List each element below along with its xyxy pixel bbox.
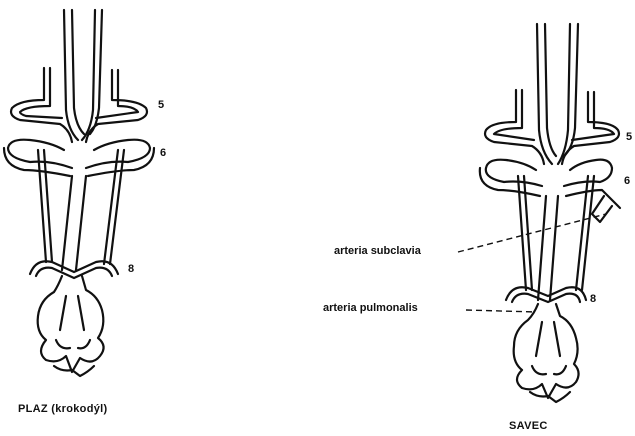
mammal-arches-diagram	[480, 24, 620, 402]
crocodile-heart	[38, 276, 104, 372]
crocodile-arch-5-label: 5	[158, 100, 164, 111]
mammal-arch-5-left	[485, 90, 544, 164]
crocodile-arch-5-right	[86, 70, 147, 142]
crocodile-arch-8-label: 8	[128, 264, 134, 275]
arteria-pulmonalis-label: arteria pulmonalis	[323, 303, 418, 314]
mammal-arch-8-label: 8	[590, 294, 596, 305]
mammal-caption: SAVEC	[509, 421, 548, 432]
mammal-arch-6-label: 6	[624, 176, 630, 187]
mammal-arch-5-label: 5	[626, 132, 632, 143]
arteria-subclavia-label: arteria subclavia	[334, 246, 421, 257]
crocodile-caption: PLAZ (krokodýl)	[18, 404, 107, 415]
crocodile-descending-right	[104, 150, 124, 264]
crocodile-arch-6-label: 6	[160, 148, 166, 159]
crocodile-arch-5-left	[11, 68, 72, 142]
crocodile-descending-left	[38, 150, 52, 262]
crocodile-carotid-right	[82, 10, 95, 140]
mammal-arch-6-left	[486, 160, 542, 186]
mammal-arch-5-right	[562, 92, 619, 164]
mammal-carotid-right	[558, 24, 570, 164]
leader-arteria-pulmonalis	[466, 310, 536, 312]
mammal-heart	[514, 304, 579, 398]
crocodile-arches-diagram	[4, 10, 154, 376]
crocodile-carotid-left-inner	[72, 10, 84, 134]
